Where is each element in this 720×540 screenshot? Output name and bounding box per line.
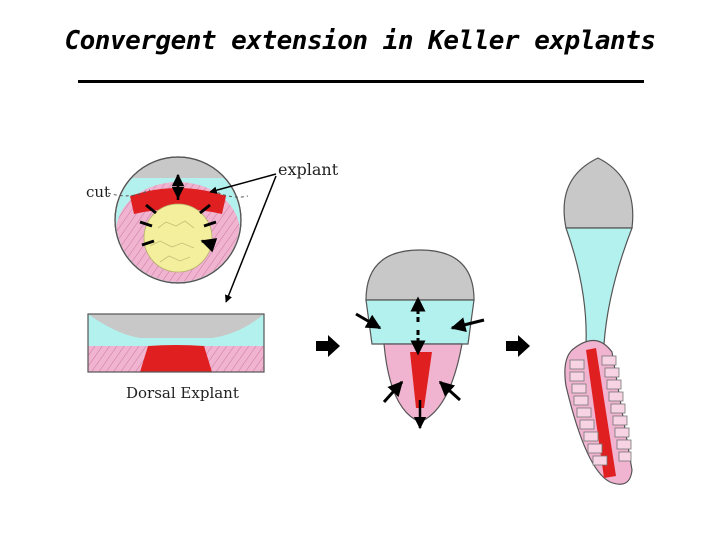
explant-label: explant bbox=[278, 160, 339, 179]
stage-arrow-1 bbox=[316, 335, 340, 357]
explant-pointer-lines bbox=[209, 173, 277, 303]
dorsal-explant-strip bbox=[87, 313, 265, 373]
extending-explant bbox=[355, 249, 485, 430]
embryo-section bbox=[107, 156, 249, 284]
stage-arrow-2 bbox=[506, 335, 530, 357]
title-underline bbox=[78, 80, 644, 83]
dorsal-explant-label: Dorsal Explant bbox=[126, 384, 239, 402]
somite-blocks bbox=[569, 355, 632, 466]
elongated-explant bbox=[563, 157, 634, 485]
cut-label: cut bbox=[86, 183, 111, 201]
slide-title: Convergent extension in Keller explants bbox=[64, 26, 656, 56]
